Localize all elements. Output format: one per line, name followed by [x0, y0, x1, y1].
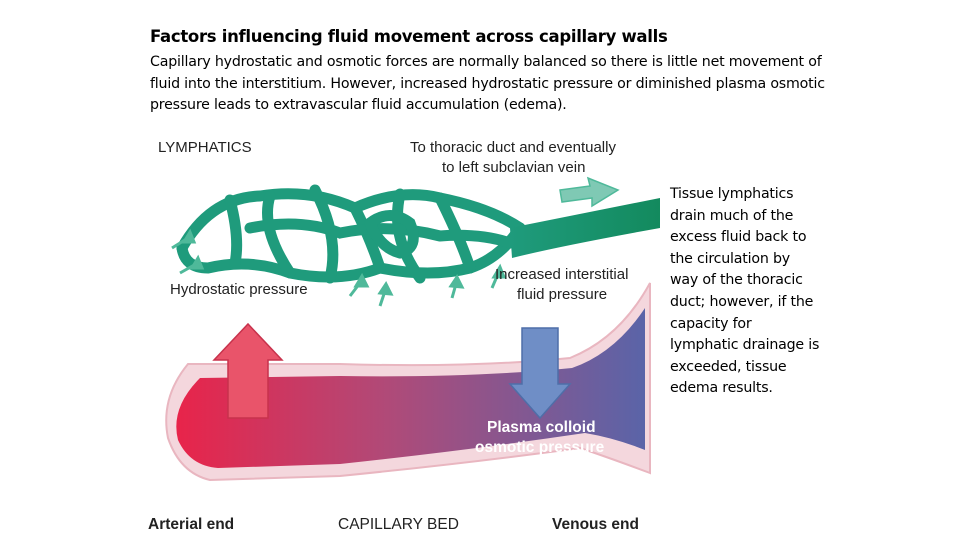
- thoracic-duct-label-line1: To thoracic duct and eventually: [410, 139, 616, 156]
- hydrostatic-pressure-arrow: [212, 322, 284, 419]
- plasma-osmotic-label-line1: Plasma colloid: [487, 419, 596, 436]
- lymphatics-label: LYMPHATICS: [158, 139, 252, 156]
- venous-end-label: Venous end: [552, 516, 639, 533]
- intro-paragraph: Capillary hydrostatic and osmotic forces…: [150, 54, 825, 113]
- lymphatic-duct: [510, 198, 660, 258]
- plasma-osmotic-label-line2: osmotic pressure: [475, 439, 605, 456]
- lymphatic-network: [176, 184, 526, 284]
- arterial-end-label: Arterial end: [148, 516, 234, 533]
- interstitial-pressure-label-line1: Increased interstitial: [495, 266, 628, 283]
- capillary-diagram: LYMPHATICS To thoracic duct and eventual…: [140, 128, 660, 540]
- lymph-inflow-arrows: [171, 228, 507, 307]
- page-title: Factors influencing fluid movement acros…: [150, 27, 668, 46]
- thoracic-outflow-arrow: [559, 176, 620, 208]
- hydrostatic-pressure-label: Hydrostatic pressure: [170, 281, 308, 298]
- capillary-bed-label: CAPILLARY BED: [338, 516, 459, 533]
- side-note: Tissue lymphatics drain much of the exce…: [670, 186, 820, 397]
- thoracic-duct-label-line2: to left subclavian vein: [442, 159, 585, 176]
- interstitial-pressure-label-line2: fluid pressure: [517, 286, 607, 303]
- plasma-osmotic-pressure-arrow: [508, 327, 572, 420]
